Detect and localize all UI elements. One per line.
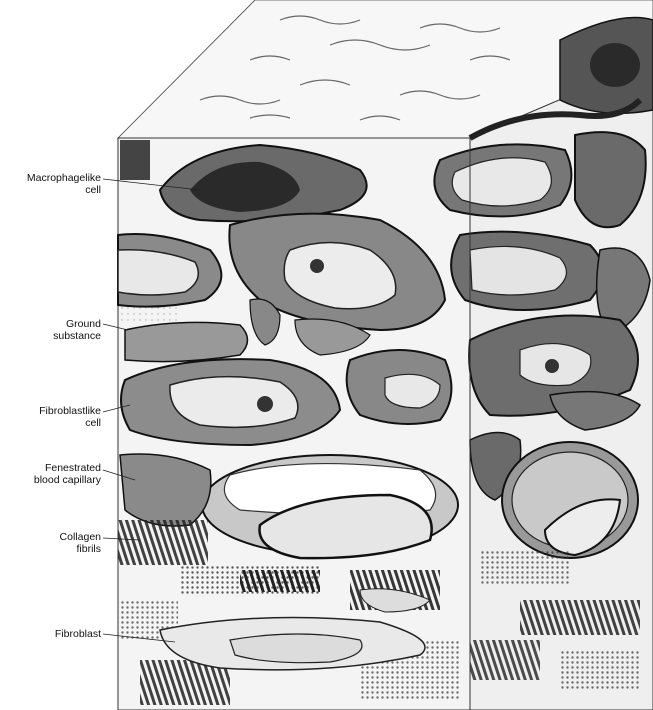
label-fibroblast: Fibroblast — [6, 628, 101, 640]
right-face-capillary — [502, 442, 638, 558]
